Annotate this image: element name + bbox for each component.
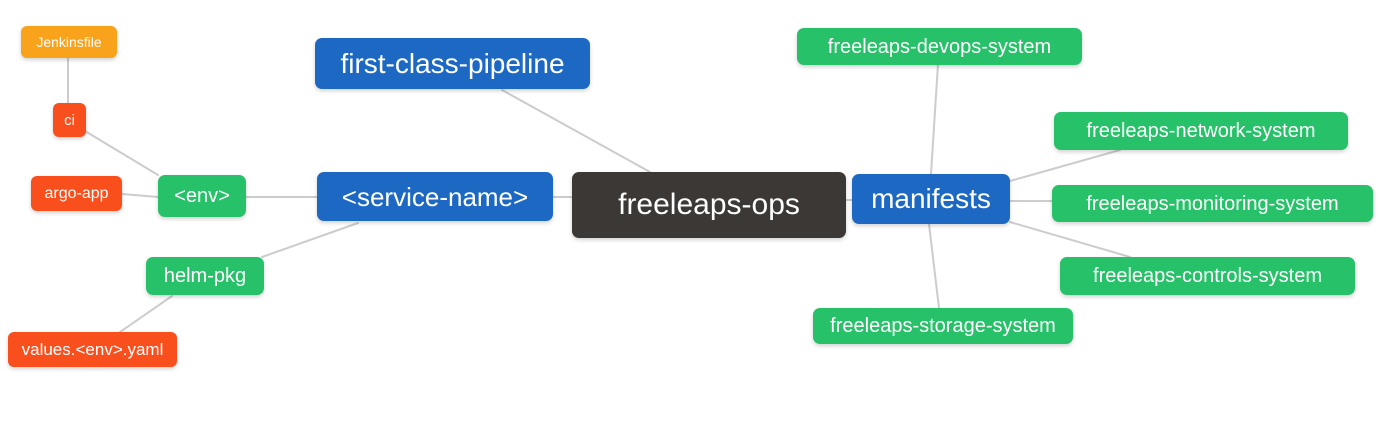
node-freeleaps-network-system[interactable]: freeleaps-network-system <box>1054 112 1348 150</box>
edge-helm-pkg-service-name <box>261 222 359 258</box>
node-freeleaps-storage-system-label: freeleaps-storage-system <box>830 315 1056 337</box>
edge-manifests-controls <box>1009 221 1131 258</box>
node-service-name-label: <service-name> <box>341 181 529 212</box>
node-manifests-label: manifests <box>871 183 991 214</box>
node-freeleaps-ops-root[interactable]: freeleaps-ops <box>572 172 846 238</box>
node-freeleaps-controls-system[interactable]: freeleaps-controls-system <box>1060 257 1355 295</box>
node-freeleaps-devops-system-label: freeleaps-devops-system <box>827 35 1052 58</box>
edge-ci-env <box>84 130 159 176</box>
edge-manifests-network <box>1009 149 1121 182</box>
node-env[interactable]: <env> <box>158 175 246 217</box>
node-freeleaps-devops-system[interactable]: freeleaps-devops-system <box>797 28 1082 65</box>
node-freeleaps-monitoring-system-label: freeleaps-monitoring-system <box>1086 192 1339 215</box>
node-values-env-yaml-label: values.<env>.yaml <box>21 340 164 359</box>
edge-manifests-storage <box>928 223 940 309</box>
node-service-name[interactable]: <service-name> <box>317 172 553 221</box>
edge-values-helm-pkg <box>119 295 173 333</box>
node-freeleaps-controls-system-label: freeleaps-controls-system <box>1093 265 1322 287</box>
edge-manifests-devops <box>930 63 939 175</box>
edge-pipeline-ops <box>501 89 651 173</box>
node-freeleaps-ops-label: freeleaps-ops <box>618 188 800 221</box>
node-first-class-pipeline[interactable]: first-class-pipeline <box>315 38 590 89</box>
node-manifests[interactable]: manifests <box>852 174 1010 224</box>
node-ci-label: ci <box>64 111 75 129</box>
edge-argo-app-env <box>121 193 159 198</box>
node-helm-pkg-label: helm-pkg <box>163 265 247 287</box>
node-ci[interactable]: ci <box>53 103 86 137</box>
node-freeleaps-storage-system[interactable]: freeleaps-storage-system <box>813 308 1073 344</box>
node-values-env-yaml[interactable]: values.<env>.yaml <box>8 332 177 367</box>
node-jenkinsfile-label: Jenkinsfile <box>36 34 102 50</box>
node-helm-pkg[interactable]: helm-pkg <box>146 257 264 295</box>
node-first-class-pipeline-label: first-class-pipeline <box>340 47 565 79</box>
node-freeleaps-network-system-label: freeleaps-network-system <box>1086 120 1316 142</box>
node-argo-app[interactable]: argo-app <box>31 176 122 211</box>
node-argo-app-label: argo-app <box>44 184 109 202</box>
node-freeleaps-monitoring-system[interactable]: freeleaps-monitoring-system <box>1052 185 1373 222</box>
node-jenkinsfile[interactable]: Jenkinsfile <box>21 26 117 58</box>
node-env-label: <env> <box>174 185 230 207</box>
